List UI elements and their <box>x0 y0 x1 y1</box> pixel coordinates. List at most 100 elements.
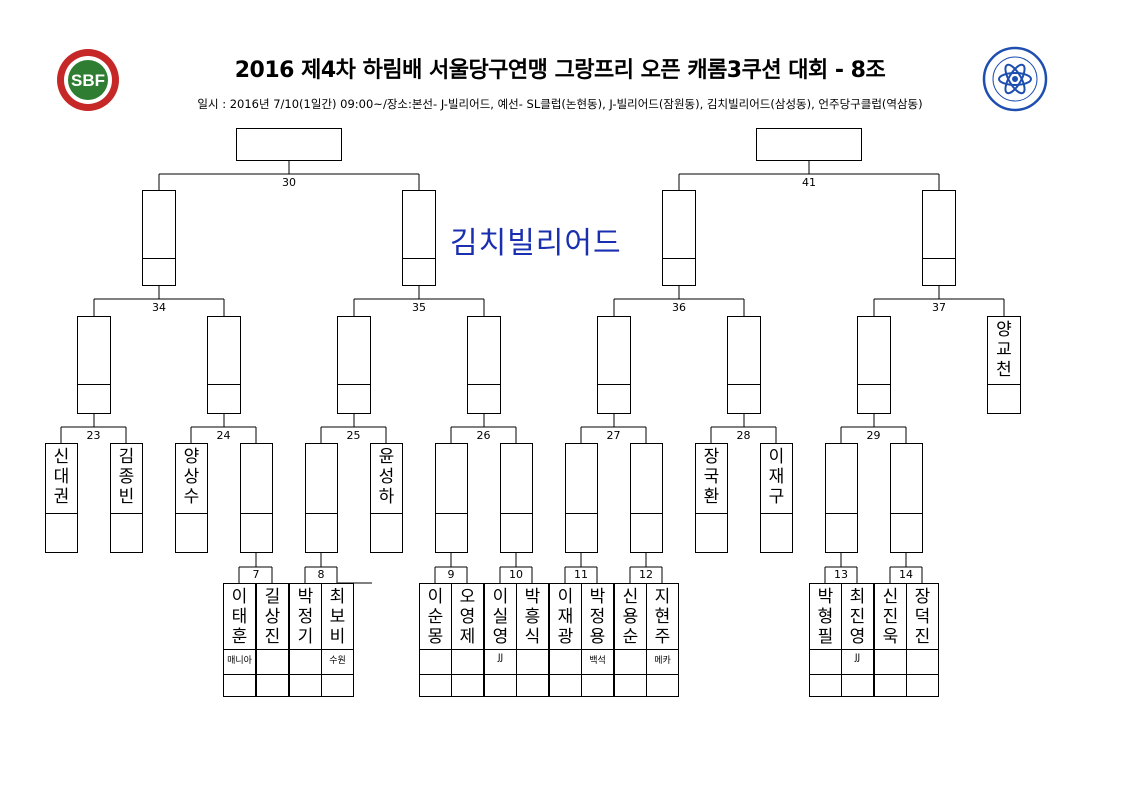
player-affiliation: JJ <box>854 653 861 663</box>
match-number: 7 <box>252 568 260 581</box>
match-number: 30 <box>282 176 296 189</box>
quarterfinal-box <box>597 316 631 414</box>
page-title: 2016 제4차 하림배 서울당구연맹 그랑프리 오픈 캐롬3쿠션 대회 - 8… <box>234 58 886 83</box>
round16-box <box>305 443 338 553</box>
match-number: 26 <box>476 429 491 442</box>
match-number: 23 <box>86 429 101 442</box>
venue-name: 김치빌리어드 <box>450 226 622 261</box>
match-number: 29 <box>866 429 881 442</box>
quarterfinal-box <box>857 316 891 414</box>
match-number: 13 <box>834 568 848 581</box>
match-number: 36 <box>672 301 686 314</box>
player-affiliation: 메카 <box>654 656 671 666</box>
match-number: 14 <box>899 568 913 581</box>
player-affiliation: JJ <box>497 653 504 663</box>
quarterfinal-box <box>77 316 111 414</box>
round16-box <box>630 443 663 553</box>
match-number: 11 <box>574 568 588 581</box>
semifinal-box <box>922 190 956 286</box>
player-affiliation: 백석 <box>589 656 606 666</box>
match-number: 35 <box>412 301 426 314</box>
semifinal-box <box>662 190 696 286</box>
quarterfinal-box <box>727 316 761 414</box>
event-info: 일시 : 2016년 7/10(1일간) 09:00~/장소:본선- J-빌리어… <box>197 97 923 111</box>
player-affiliation: 수원 <box>329 656 346 666</box>
match-number: 10 <box>509 568 523 581</box>
semifinal-box <box>142 190 176 286</box>
round16-box <box>825 443 858 553</box>
match-number: 28 <box>736 429 751 442</box>
round16-box <box>435 443 468 553</box>
final-box-right <box>756 128 862 161</box>
round16-box <box>565 443 598 553</box>
match-number: 24 <box>216 429 231 442</box>
match-number: 27 <box>606 429 621 442</box>
final-box-left <box>236 128 342 161</box>
match-number: 9 <box>447 568 455 581</box>
match-number: 37 <box>932 301 946 314</box>
match-number: 12 <box>639 568 653 581</box>
match-number: 8 <box>317 568 325 581</box>
round16-box <box>240 443 273 553</box>
semifinal-box <box>402 190 436 286</box>
match-number: 34 <box>152 301 166 314</box>
quarterfinal-box <box>337 316 371 414</box>
quarterfinal-box <box>467 316 501 414</box>
match-number: 41 <box>802 176 816 189</box>
match-number: 25 <box>346 429 361 442</box>
player-affiliation: 매니아 <box>227 656 252 666</box>
sbf-logo-text: SBF <box>71 71 105 90</box>
round16-box <box>890 443 923 553</box>
quarterfinal-box <box>207 316 241 414</box>
sbf-logo: SBF <box>56 48 120 112</box>
seoul-sports-council-logo <box>982 46 1048 112</box>
round16-box <box>500 443 533 553</box>
